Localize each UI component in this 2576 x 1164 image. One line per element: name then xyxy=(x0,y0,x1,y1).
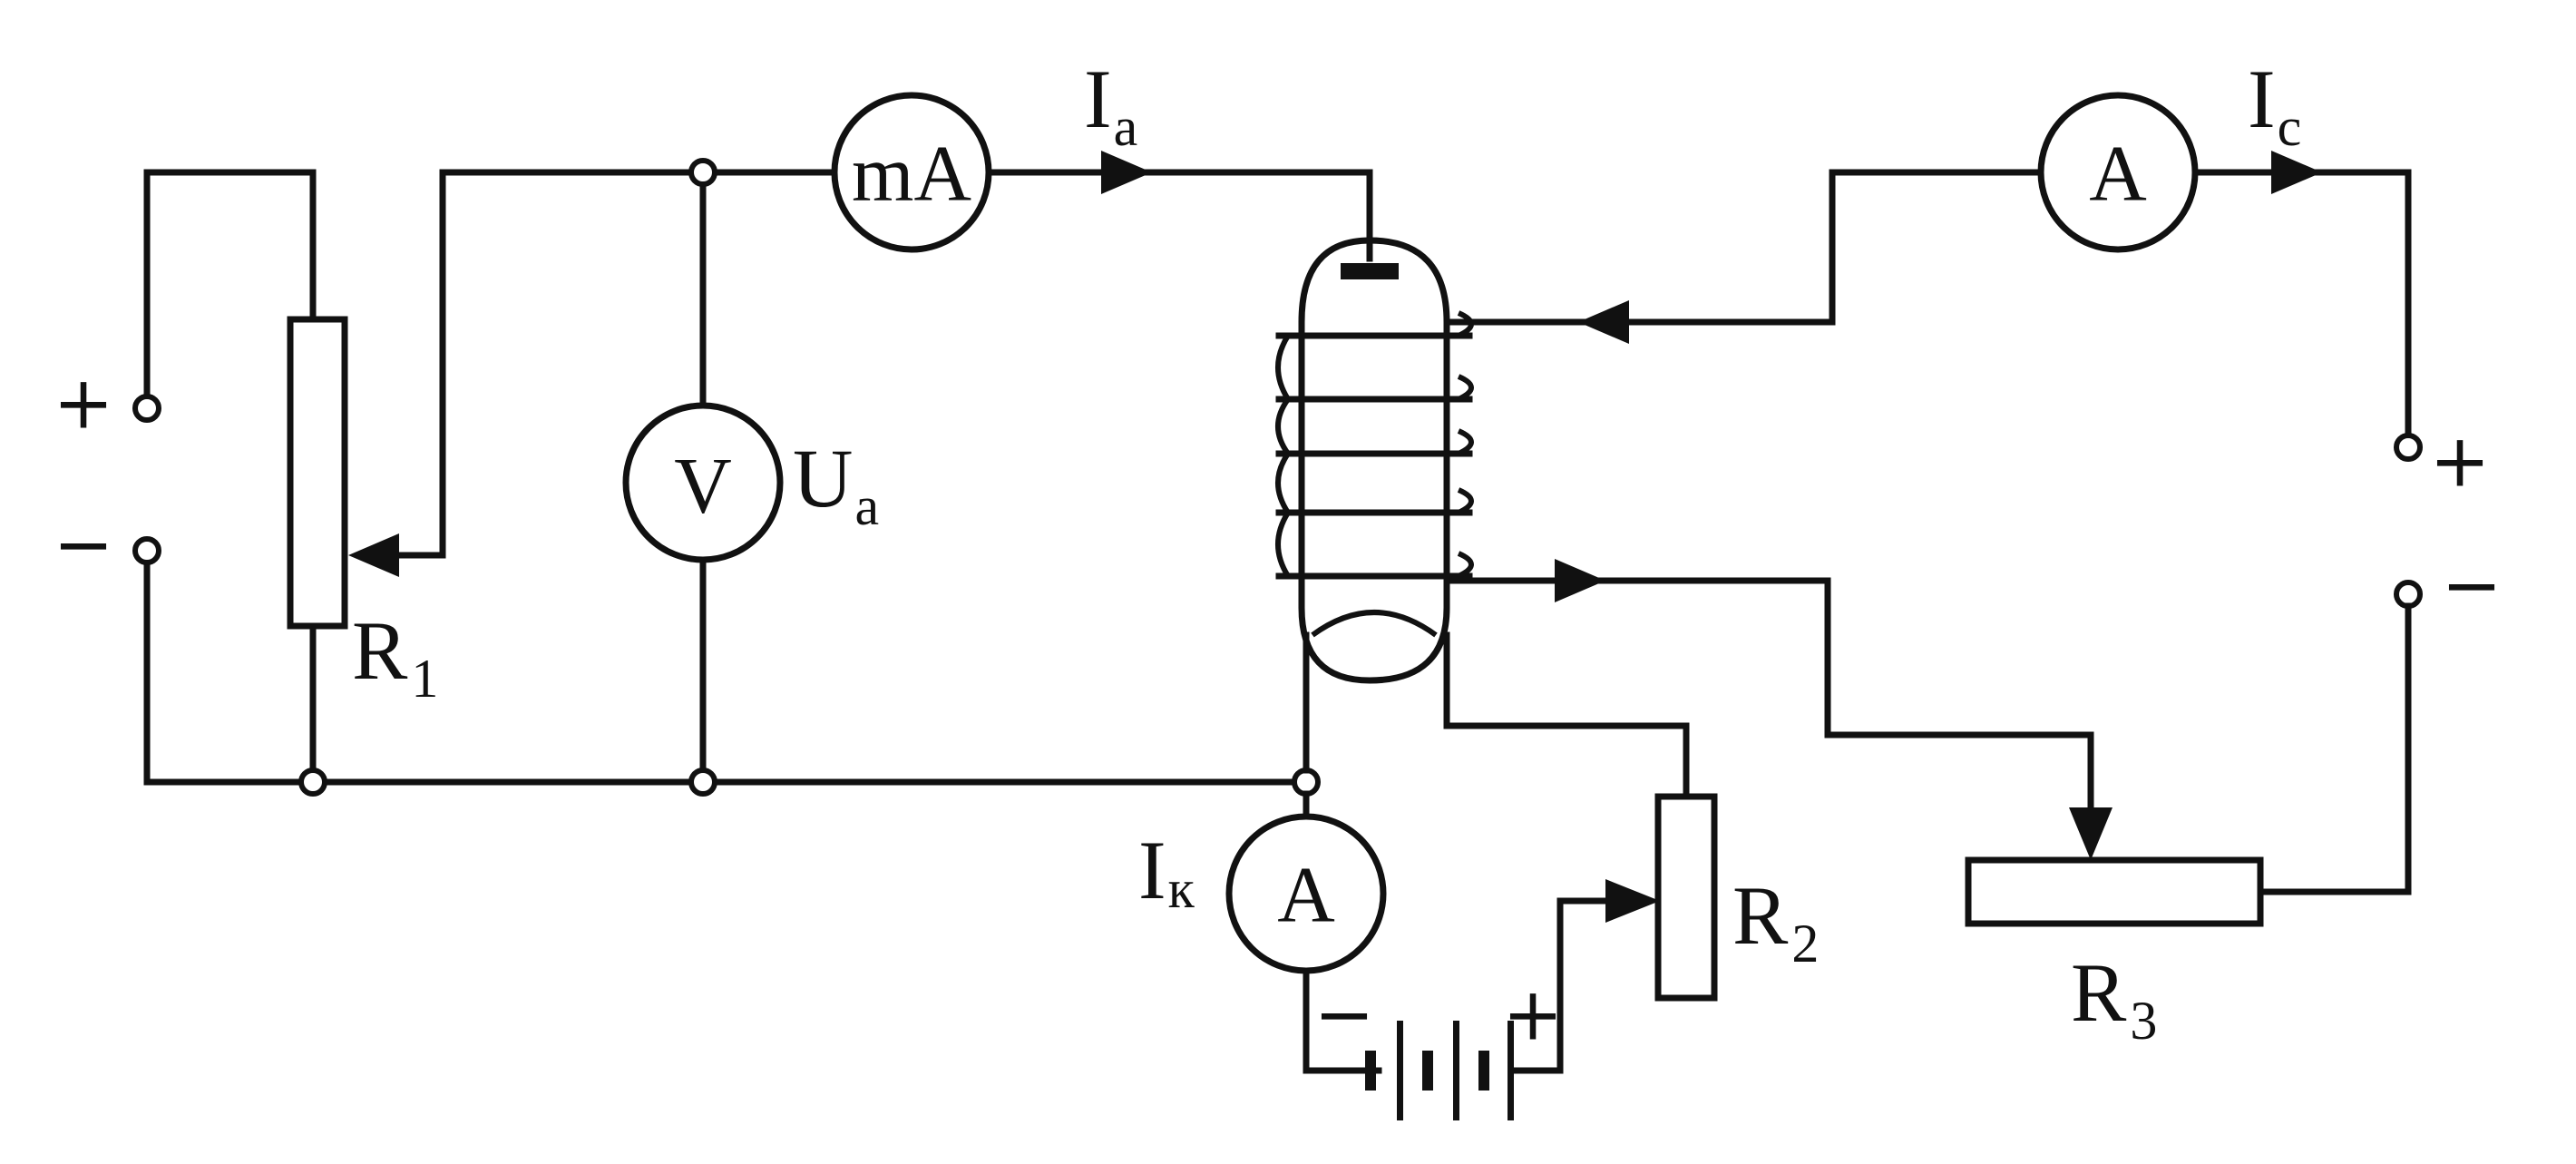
magnetron-tube xyxy=(1298,237,1450,684)
voltmeter xyxy=(622,402,784,563)
r2-resistor xyxy=(1654,793,1718,1002)
junction-bottom-voltmeter xyxy=(688,768,717,797)
left-minus-sign: − xyxy=(53,503,113,587)
cathode-filament xyxy=(1311,610,1438,638)
r1-label: R1 xyxy=(352,604,438,709)
r1-resistor xyxy=(287,316,348,630)
milliammeter-symbol: mA xyxy=(852,131,971,219)
anode-current-label: Ia xyxy=(1084,53,1137,157)
solenoid-coil xyxy=(1275,310,1474,580)
r3-resistor xyxy=(1965,856,2264,927)
voltmeter-symbol: V xyxy=(674,443,732,531)
left-supply-wiring xyxy=(143,169,1310,786)
left-minus-terminal[interactable] xyxy=(132,536,161,565)
coil-current-arrow xyxy=(2271,151,2322,194)
right-plus-terminal[interactable] xyxy=(2394,433,2423,462)
r2-wiper-arrow xyxy=(1605,879,1660,923)
cathode-current-label: Iк xyxy=(1138,824,1195,919)
junction-bottom-r1 xyxy=(298,768,327,797)
anode-plate xyxy=(1341,263,1399,279)
coil-feed-arrow xyxy=(1555,559,1605,602)
coil-return-arrow xyxy=(1578,300,1629,344)
left-plus-terminal[interactable] xyxy=(132,394,161,423)
cathode-ammeter-symbol: A xyxy=(1277,852,1335,940)
junction-cathode xyxy=(1292,768,1321,797)
right-plus-sign: + xyxy=(2429,419,2490,504)
anode-current-arrow xyxy=(1101,151,1152,194)
r3-wiper-arrow xyxy=(2069,807,2113,860)
r3-label: R3 xyxy=(2071,946,2157,1051)
coil-current-label: Ic xyxy=(2248,53,2301,157)
battery-minus-sign: − xyxy=(1313,973,1374,1057)
right-minus-terminal[interactable] xyxy=(2394,580,2423,609)
r1-wiper-arrow xyxy=(348,533,399,577)
battery-plus-sign: + xyxy=(1502,973,1563,1057)
left-plus-sign: + xyxy=(53,361,113,445)
r2-label: R2 xyxy=(1732,869,1819,973)
heater-battery xyxy=(1365,1021,1514,1120)
coil-ammeter-symbol: A xyxy=(2089,131,2147,219)
right-minus-sign: − xyxy=(2441,543,2502,628)
junction-top-voltmeter xyxy=(688,158,717,187)
anode-voltage-label: Ua xyxy=(793,432,879,536)
